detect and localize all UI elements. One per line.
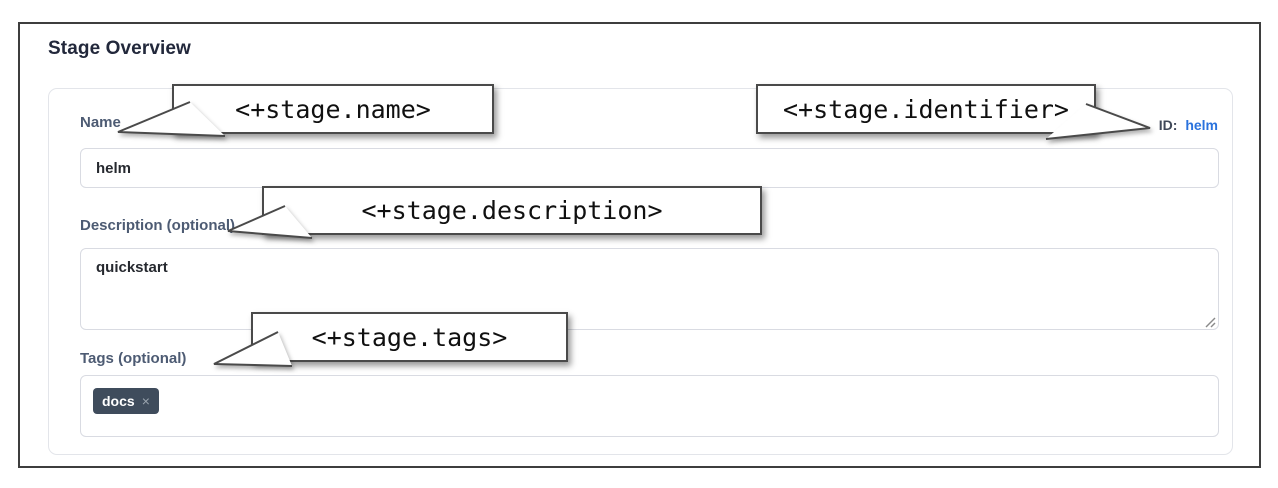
callout-stage-tags: <+stage.tags> (251, 312, 568, 362)
callout-stage-description: <+stage.description> (262, 186, 762, 235)
id-prefix-label: ID: (1158, 117, 1178, 133)
textarea-resize-handle-icon[interactable] (1204, 316, 1216, 328)
callout-stage-tags-text: <+stage.tags> (311, 322, 508, 352)
description-label: Description (optional) (80, 217, 235, 234)
callout-stage-description-text: <+stage.description> (361, 196, 663, 225)
tags-label: Tags (optional) (80, 350, 187, 367)
name-input[interactable] (80, 148, 1219, 188)
id-value-link[interactable]: helm (1185, 117, 1218, 133)
page-title: Stage Overview (48, 38, 191, 59)
callout-stage-identifier: <+stage.identifier> (756, 84, 1096, 134)
tag-remove-icon[interactable]: × (141, 393, 150, 409)
callout-stage-name-text: <+stage.name> (235, 94, 431, 124)
callout-stage-name: <+stage.name> (172, 84, 494, 134)
tag-chip-label: docs (102, 393, 135, 409)
tags-input[interactable]: docs × (80, 375, 1219, 437)
name-label: Name (80, 114, 121, 131)
stage-id-display: ID: helm (1159, 117, 1218, 133)
tag-chip[interactable]: docs × (93, 388, 159, 414)
callout-stage-identifier-text: <+stage.identifier> (783, 94, 1069, 124)
